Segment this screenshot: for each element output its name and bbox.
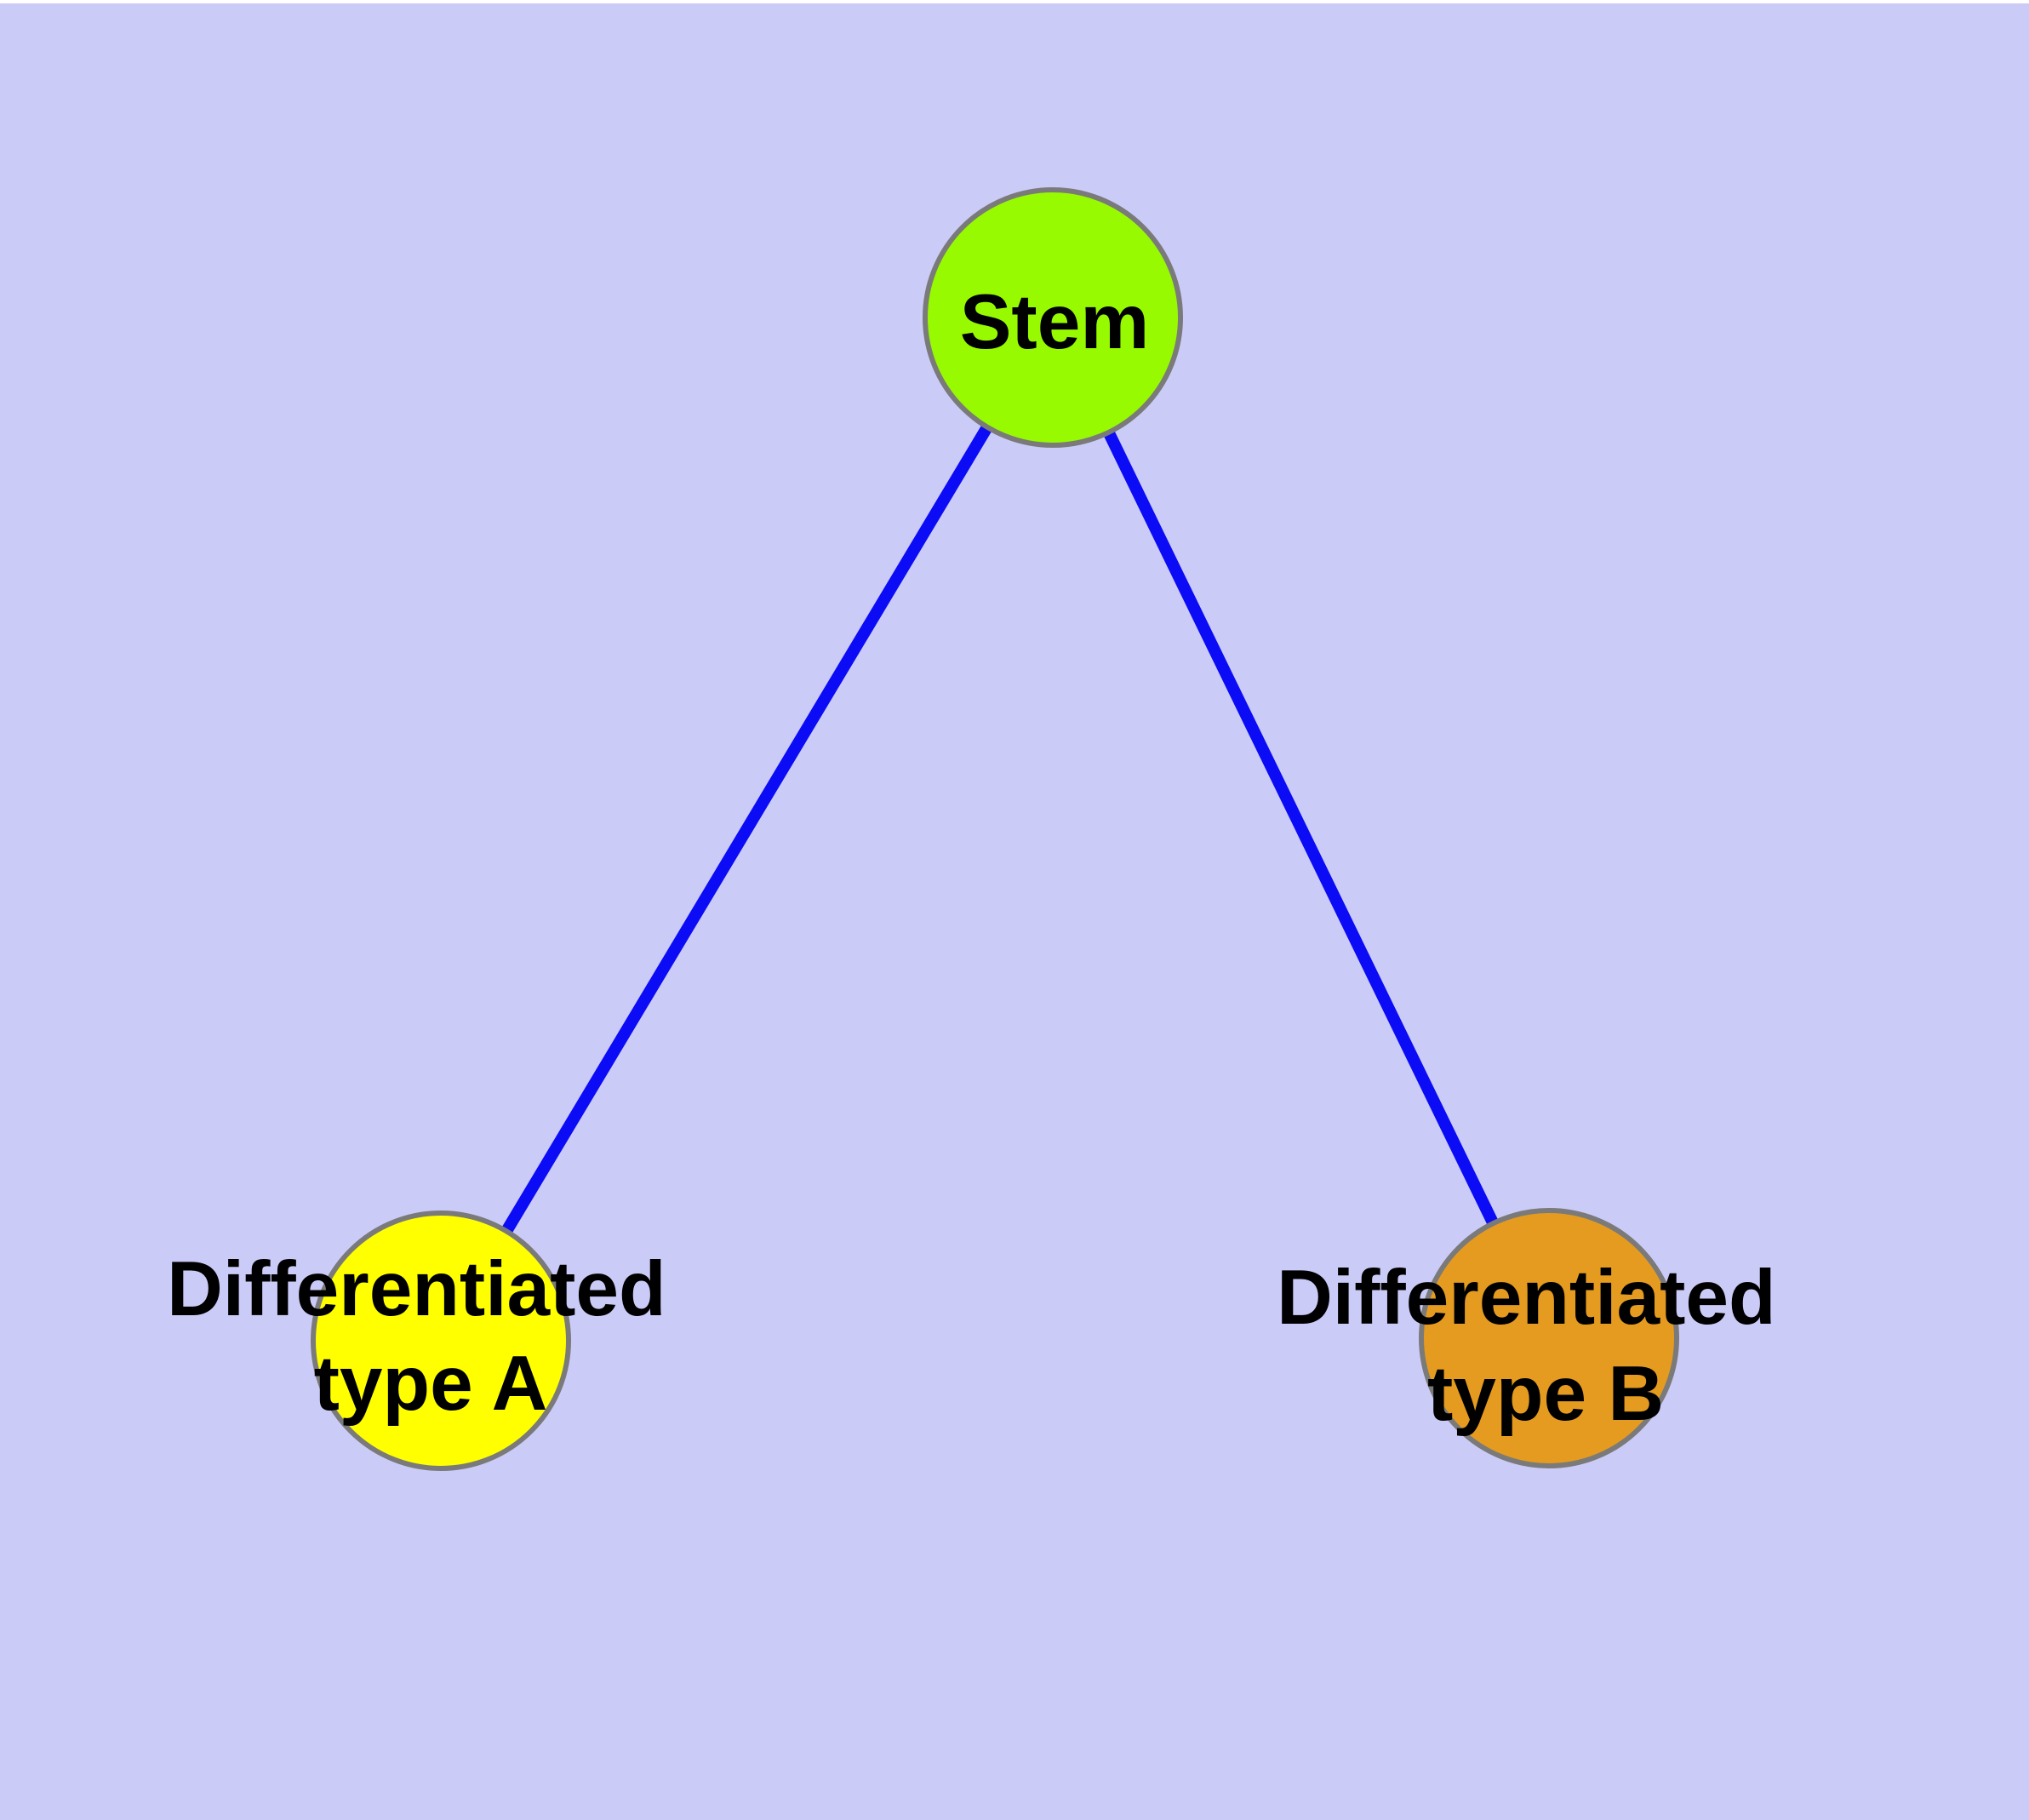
type-b-label-line-1: Differentiated: [1277, 1255, 1776, 1341]
stem-node-label: Stem: [960, 279, 1150, 365]
type-b-label-line-2: type B: [1427, 1351, 1664, 1437]
differentiated-type-b-node-label: Differentiated type B: [1277, 1255, 1798, 1437]
edge-stem-to-type-b: [1047, 314, 1555, 1342]
type-a-label-line-2: type A: [314, 1341, 548, 1427]
differentiated-type-b-node: [1419, 1208, 1679, 1468]
type-a-label-line-1: Differentiated: [167, 1246, 666, 1332]
differentiated-type-a-node: [311, 1210, 571, 1471]
edge-stem-to-type-a: [435, 314, 1059, 1344]
differentiated-type-a-node-label: Differentiated type A: [167, 1246, 688, 1427]
stem-node: [923, 187, 1183, 448]
